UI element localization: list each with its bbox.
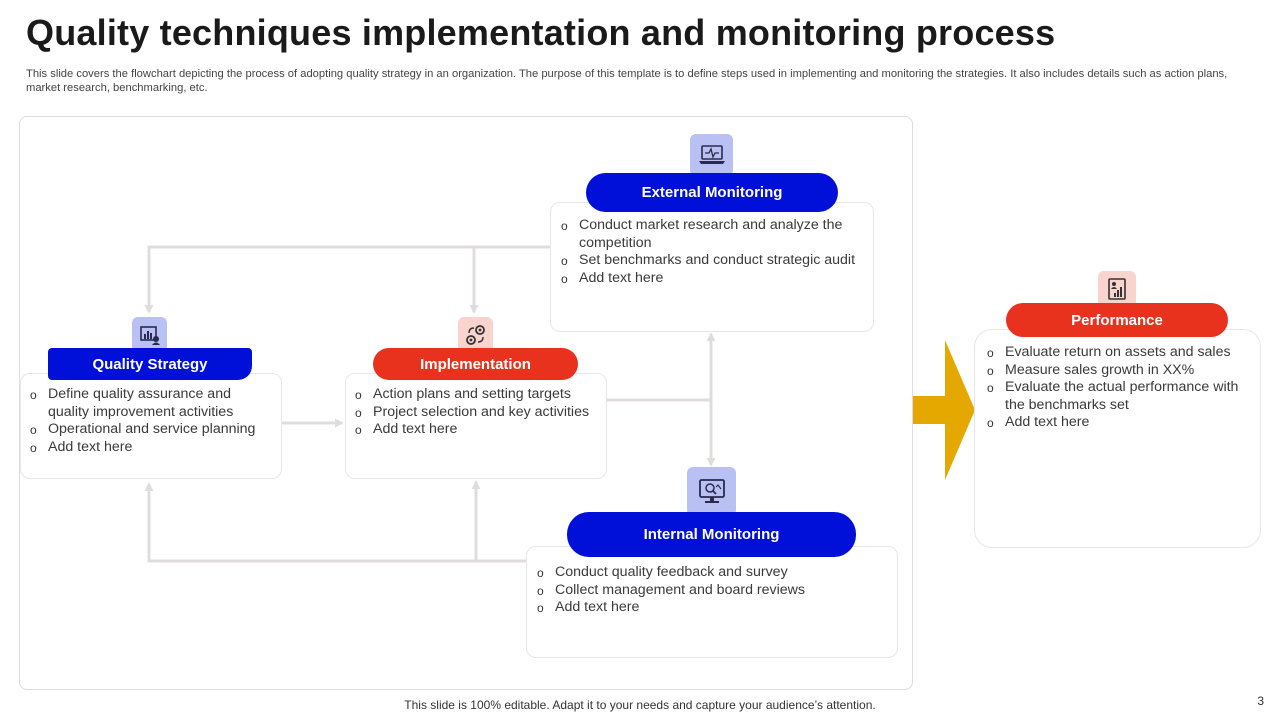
list-item: Action plans and setting targets [355, 386, 595, 404]
list-item: Set benchmarks and conduct strategic aud… [561, 252, 871, 270]
performance-arrow [913, 340, 975, 480]
strategy-chart-icon [132, 317, 167, 352]
list-item: Add text here [355, 421, 595, 439]
list-item: Add text here [537, 599, 887, 617]
list-item: Conduct quality feedback and survey [537, 564, 887, 582]
list-item: Operational and service planning [30, 421, 270, 439]
list-item: Measure sales growth in XX% [987, 362, 1252, 380]
performance-list: Evaluate return on assets and sales Meas… [987, 344, 1252, 433]
report-chart-icon [1098, 271, 1136, 307]
laptop-pulse-icon [690, 134, 733, 176]
implementation-list: Action plans and setting targets Project… [355, 386, 595, 439]
list-item: Add text here [561, 270, 871, 288]
page-number: 3 [1257, 694, 1264, 708]
slide-subtitle: This slide covers the flowchart depictin… [26, 68, 1228, 94]
list-item: Collect management and board reviews [537, 582, 887, 600]
gears-cycle-icon [458, 317, 493, 352]
internal-monitoring-list: Conduct quality feedback and survey Coll… [537, 564, 887, 617]
list-item: Evaluate the actual performance with the… [987, 379, 1252, 414]
internal-monitoring-label[interactable]: Internal Monitoring [567, 512, 856, 557]
list-item: Define quality assurance and quality imp… [30, 386, 270, 421]
quality-strategy-label[interactable]: Quality Strategy [48, 348, 252, 380]
performance-label[interactable]: Performance [1006, 303, 1228, 337]
list-item: Add text here [987, 414, 1252, 432]
slide-title: Quality techniques implementation and mo… [26, 12, 1056, 53]
implementation-label[interactable]: Implementation [373, 348, 578, 380]
external-monitoring-list: Conduct market research and analyze the … [561, 217, 871, 288]
list-item: Add text here [30, 439, 270, 457]
external-monitoring-label[interactable]: External Monitoring [586, 173, 838, 212]
list-item: Conduct market research and analyze the … [561, 217, 871, 252]
list-item: Evaluate return on assets and sales [987, 344, 1252, 362]
monitor-magnifier-icon [687, 467, 736, 516]
quality-strategy-list: Define quality assurance and quality imp… [30, 386, 270, 457]
list-item: Project selection and key activities [355, 404, 595, 422]
footer-note: This slide is 100% editable. Adapt it to… [404, 698, 876, 712]
